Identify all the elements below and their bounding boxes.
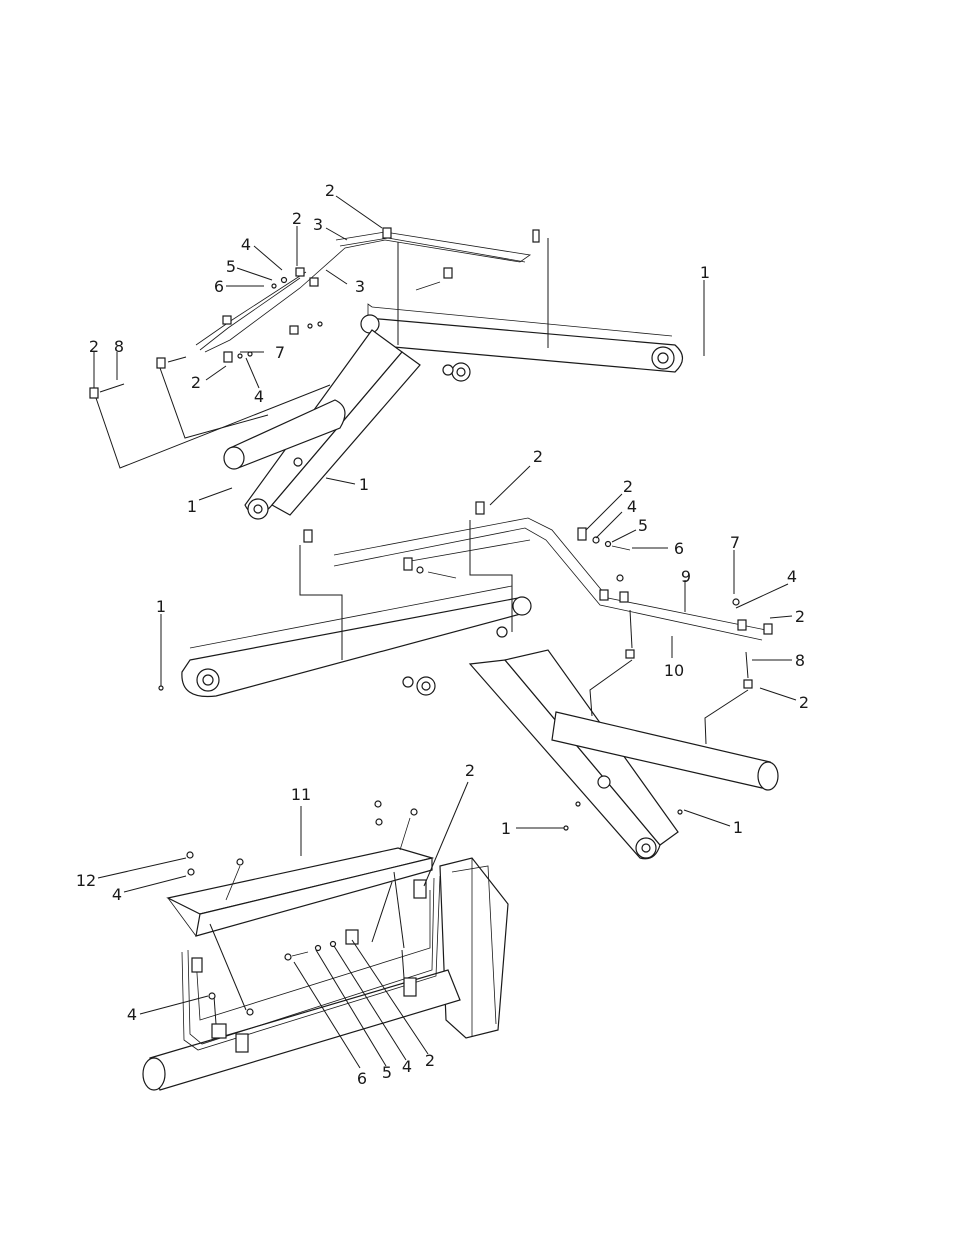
callout-label: 3 <box>313 215 323 234</box>
callout-label: 1 <box>359 475 369 494</box>
callout-label: 2 <box>89 337 99 356</box>
callout-label: 2 <box>795 607 805 626</box>
callout-label: 6 <box>357 1069 367 1088</box>
bottom-plate-assembly <box>142 800 509 1091</box>
callout-labels: 2 2 3 4 5 6 3 1 2 8 7 2 4 1 1 2 2 4 5 6 … <box>76 181 809 1088</box>
callout-label: 4 <box>627 497 637 516</box>
callout-label: 2 <box>191 373 201 392</box>
callout-label: 4 <box>127 1005 137 1024</box>
callout-label: 5 <box>226 257 236 276</box>
callout-label: 6 <box>214 277 224 296</box>
callout-label: 4 <box>241 235 251 254</box>
callout-label: 7 <box>730 533 740 552</box>
callout-label: 2 <box>465 761 475 780</box>
callout-label: 4 <box>402 1057 412 1076</box>
callout-label: 12 <box>76 871 96 890</box>
callout-label: 9 <box>681 567 691 586</box>
callout-label: 4 <box>254 387 264 406</box>
callout-label: 1 <box>187 497 197 516</box>
top-loader-arm <box>89 227 684 520</box>
callout-label: 2 <box>623 477 633 496</box>
callout-label: 1 <box>700 263 710 282</box>
callout-label: 4 <box>787 567 797 586</box>
callout-label: 2 <box>425 1051 435 1070</box>
callout-label: 1 <box>156 597 166 616</box>
callout-label: 2 <box>325 181 335 200</box>
leader-lines <box>93 195 797 1069</box>
middle-loader-arm <box>158 501 779 860</box>
callout-label: 11 <box>291 785 311 804</box>
callout-label: 7 <box>275 343 285 362</box>
callout-label: 2 <box>799 693 809 712</box>
callout-label: 4 <box>112 885 122 904</box>
callout-label: 1 <box>733 818 743 837</box>
callout-label: 2 <box>533 447 543 466</box>
callout-label: 8 <box>795 651 805 670</box>
callout-label: 8 <box>114 337 124 356</box>
callout-label: 1 <box>501 819 511 838</box>
callout-label: 5 <box>638 516 648 535</box>
callout-label: 5 <box>382 1063 392 1082</box>
callout-label: 2 <box>292 209 302 228</box>
callout-label: 6 <box>674 539 684 558</box>
callout-label: 10 <box>664 661 684 680</box>
callout-label: 3 <box>355 277 365 296</box>
